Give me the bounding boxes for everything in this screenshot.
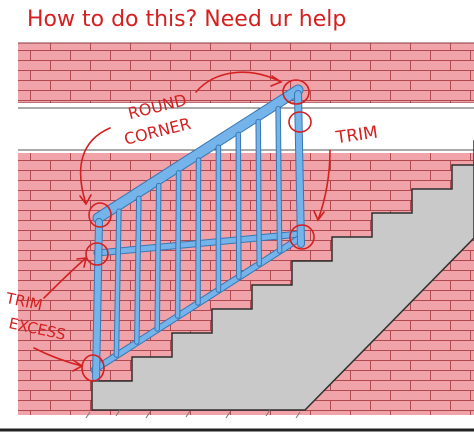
- circle-marker-left-trim: [85, 242, 109, 266]
- baluster: [155, 183, 161, 331]
- baluster: [196, 158, 201, 305]
- baluster: [135, 196, 141, 344]
- arrow-trim-excess-top: [43, 257, 88, 299]
- stair-railing: [90, 84, 305, 382]
- circle-marker-top-corner: [282, 79, 310, 105]
- arrow-round-corner-right: [195, 71, 283, 93]
- circle-marker-right-trim: [289, 224, 315, 250]
- ground-line: [0, 409, 474, 432]
- arrow-trim-excess-bottom: [33, 347, 84, 372]
- handrail: [93, 85, 303, 223]
- right-post: [295, 91, 304, 247]
- title-question: How to do this? Need ur help: [27, 7, 346, 32]
- staircase: [91, 140, 474, 411]
- arrow-round-corner-left: [79, 127, 111, 206]
- baluster: [175, 171, 181, 318]
- annotation-markers: [33, 71, 331, 382]
- left-post: [93, 219, 102, 381]
- baluster: [114, 209, 121, 357]
- baluster: [236, 132, 241, 279]
- baluster: [256, 119, 261, 266]
- circle-marker-top-trim: [288, 111, 312, 133]
- arrow-trim-right: [313, 149, 331, 222]
- circle-marker-bottom-excess: [81, 354, 105, 382]
- circle-marker-left-corner: [88, 202, 112, 228]
- baluster: [276, 107, 282, 253]
